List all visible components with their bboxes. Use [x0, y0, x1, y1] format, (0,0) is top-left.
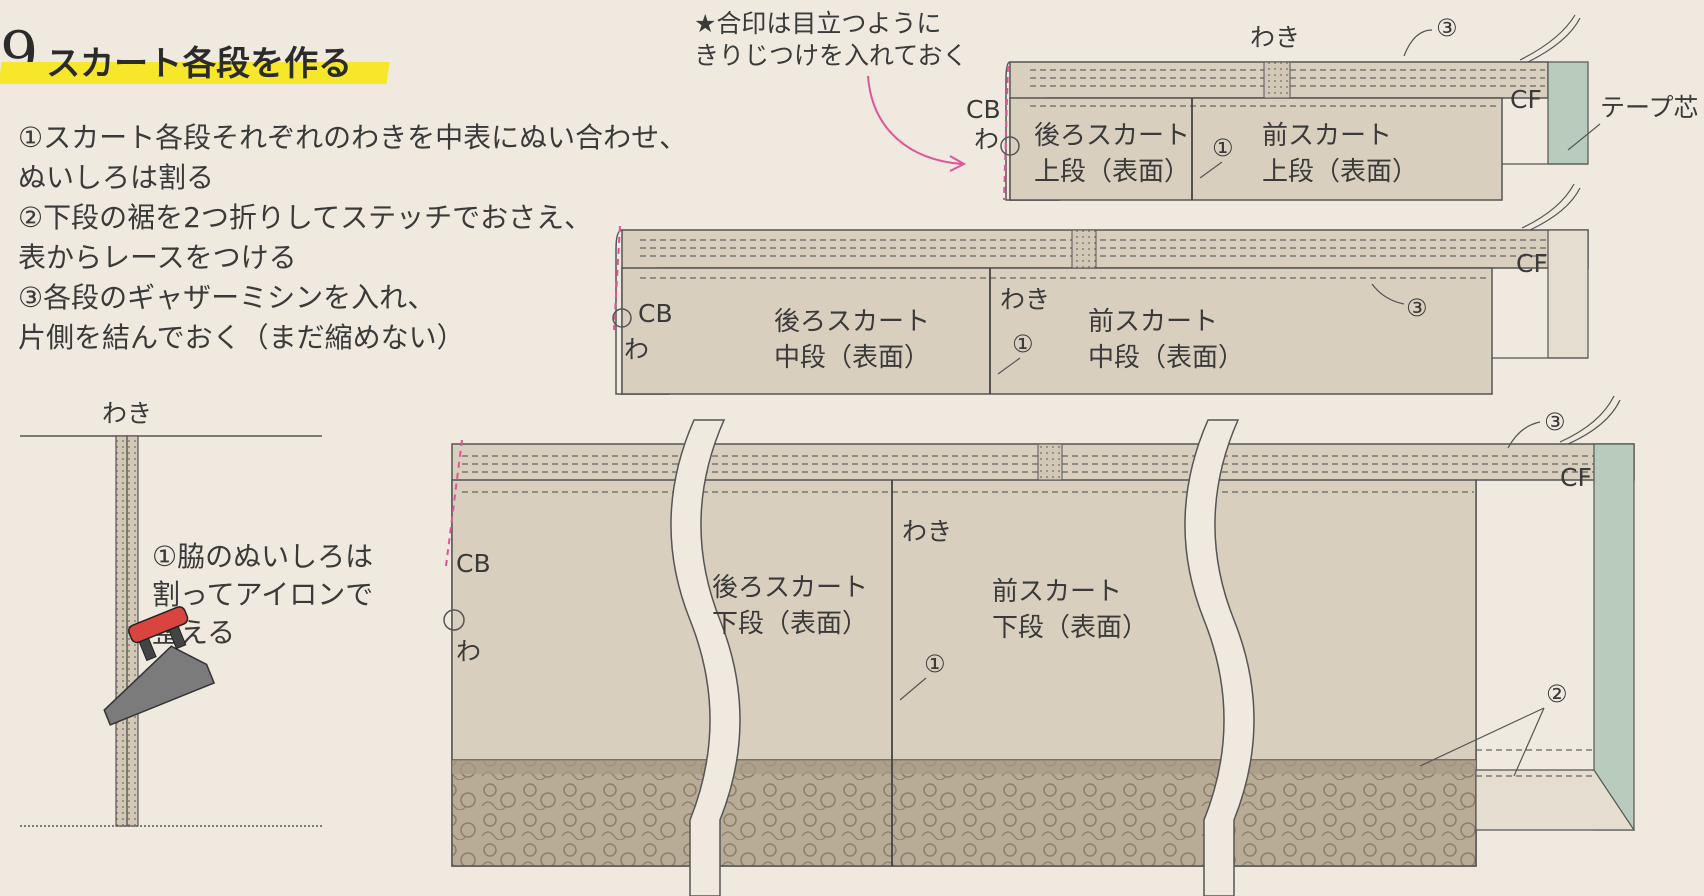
- step-title: スカート各段を作る: [40, 44, 388, 84]
- top-tier: CB わ わき 後ろスカート 上段（表面） 前スカート 上段（表面） ① CF …: [966, 14, 1699, 201]
- middle-cf-label: CF: [1516, 249, 1548, 278]
- break-band-right: [1184, 419, 1255, 896]
- bottom-front-label-2: 下段（表面）: [992, 613, 1148, 643]
- top-waki-label: わき: [1250, 23, 1300, 52]
- instruction-line: 片側を結んでおく（まだ縮めない）: [18, 321, 465, 354]
- instruction-line: ②下段の裾を2つ折りしてステッチでおさえ、: [18, 201, 593, 234]
- seam-detail: わき ①脇のぬいしろは 割ってアイロンで 整える: [20, 399, 373, 827]
- tack-note: ★合印は目立つように きりじつけを入れておく: [694, 9, 968, 172]
- top-front-label-2: 上段（表面）: [1262, 157, 1418, 187]
- middle-back-label-1: 後ろスカート: [774, 307, 930, 337]
- bottom-cf-label: CF: [1560, 463, 1592, 492]
- middle-marker-1: ①: [1012, 330, 1034, 358]
- bottom-wa-label: わ: [456, 637, 481, 666]
- bottom-front-label-1: 前スカート: [992, 577, 1122, 607]
- top-marker-3: ③: [1436, 14, 1458, 42]
- bottom-marker-1: ①: [924, 650, 946, 678]
- lace-band: [451, 759, 1477, 867]
- top-back-label-1: 後ろスカート: [1034, 121, 1190, 151]
- detail-line-1: ①脇のぬいしろは: [152, 540, 373, 573]
- top-wa-label: わ: [974, 125, 999, 154]
- bottom-tier: CB わ わき 後ろスカート 下段（表面） 前スカート 下段（表面） ① CF …: [443, 395, 1636, 896]
- note-line-1: ★合印は目立つように: [694, 9, 941, 38]
- top-cb-label: CB: [966, 95, 1001, 124]
- middle-wa-label: わ: [624, 335, 649, 364]
- tape-label: テープ芯: [1600, 93, 1699, 122]
- note-arrowhead: [949, 155, 967, 172]
- bottom-marker-2: ②: [1546, 680, 1568, 708]
- bottom-back-label-2: 下段（表面）: [712, 609, 868, 639]
- instruction-line: ぬいしろは割る: [18, 161, 215, 194]
- break-band-left: [670, 419, 741, 896]
- detail-line-2: 割ってアイロンで: [152, 578, 373, 611]
- bottom-marker-3: ③: [1544, 408, 1566, 436]
- instruction-line: ①スカート各段それぞれのわきを中表にぬい合わせ、: [18, 121, 688, 154]
- middle-tier: CB わ わき 後ろスカート 中段（表面） 前スカート 中段（表面） ① CF …: [612, 183, 1589, 395]
- iron-icon: [103, 606, 216, 726]
- bottom-tape-strip: [1593, 443, 1635, 831]
- note-arrow: [867, 75, 963, 165]
- detail-waki-label: わき: [102, 399, 152, 428]
- note-line-2: きりじつけを入れておく: [694, 41, 968, 70]
- middle-front-label-1: 前スカート: [1088, 307, 1218, 337]
- instruction-line: 表からレースをつける: [18, 241, 297, 274]
- top-back-label-2: 上段（表面）: [1034, 157, 1190, 187]
- middle-cb-label: CB: [638, 299, 673, 328]
- bottom-cb-label: CB: [456, 549, 491, 578]
- middle-back-label-2: 中段（表面）: [774, 343, 930, 373]
- step-heading: 9 スカート各段を作る: [0, 14, 388, 84]
- top-front-label-1: 前スカート: [1262, 121, 1392, 151]
- top-tier-panel: [1009, 97, 1503, 201]
- instruction-list: ①スカート各段それぞれのわきを中表にぬい合わせ、 ぬいしろは割る ②下段の裾を2…: [18, 118, 738, 358]
- middle-tier-panel: [621, 267, 1493, 395]
- bottom-waki-label: わき: [902, 517, 952, 546]
- bottom-back-label-1: 後ろスカート: [712, 573, 868, 603]
- top-tape-strip: [1547, 61, 1589, 165]
- top-cf-label: CF: [1510, 85, 1542, 114]
- instruction-line: ③各段のギャザーミシンを入れ、: [18, 281, 436, 314]
- middle-waki-label: わき: [1000, 285, 1050, 314]
- middle-front-label-2: 中段（表面）: [1088, 343, 1244, 373]
- top-marker-1: ①: [1212, 134, 1234, 162]
- middle-marker-3: ③: [1406, 294, 1428, 322]
